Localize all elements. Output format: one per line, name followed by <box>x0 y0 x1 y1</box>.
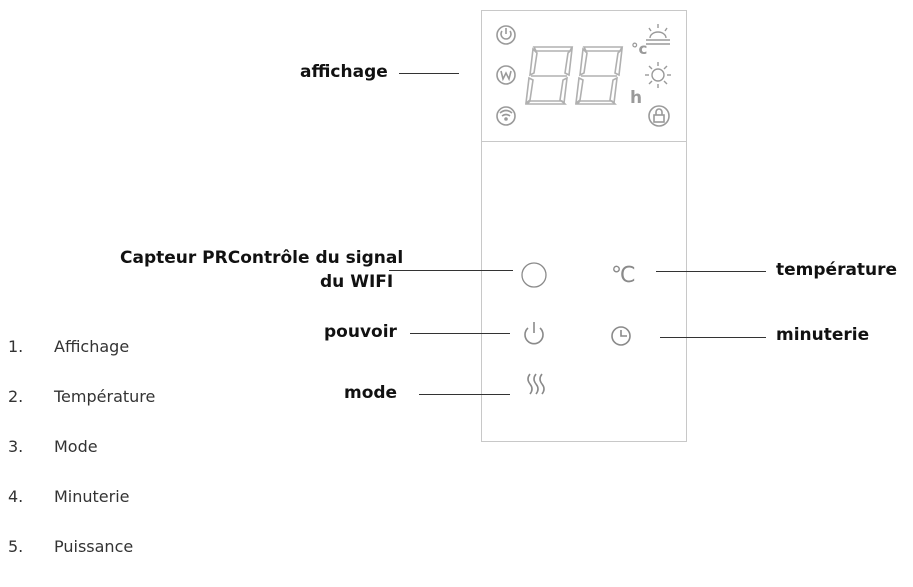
list-item: 4.Minuterie <box>8 487 130 506</box>
buttons-area <box>521 262 631 395</box>
mode-waves-icon[interactable] <box>527 373 545 395</box>
label-minuterie: minuterie <box>776 325 870 345</box>
display-area <box>496 24 671 127</box>
wifi-icon <box>496 106 516 126</box>
control-panel <box>481 10 687 442</box>
temperature-symbol[interactable]: ℃ <box>611 263 636 288</box>
leader-line-capteur <box>389 270 513 271</box>
label-capteur-line1: Capteur PRContrôle du signal <box>120 248 404 268</box>
lock-icon <box>648 105 670 127</box>
leader-line-minuterie <box>660 337 766 338</box>
list-item: 2.Température <box>8 387 156 406</box>
seven-segment-digit <box>574 46 624 105</box>
sun-icon <box>645 62 671 88</box>
list-item: 3.Mode <box>8 437 98 456</box>
display-unit-h: h <box>630 88 643 108</box>
w-mode-icon <box>496 65 516 85</box>
list-item: 1.Affichage <box>8 337 130 356</box>
numbered-list: 1.Affichage 2.Température 3.Mode 4.Minut… <box>8 337 155 587</box>
display-unit-c: °c <box>631 40 648 58</box>
list-item: 5.Puissance <box>8 537 134 556</box>
pr-sensor-circle-icon[interactable] <box>521 262 547 288</box>
label-mode: mode <box>344 383 398 403</box>
label-pouvoir: pouvoir <box>324 322 397 342</box>
power-button-icon[interactable] <box>524 322 544 345</box>
leader-line-temperature <box>656 271 766 272</box>
seven-segment-digit <box>524 46 574 105</box>
label-affichage: affichage <box>300 62 388 82</box>
display-divider <box>481 141 687 142</box>
sunrise-icon <box>646 24 670 45</box>
clock-timer-icon[interactable] <box>611 326 631 346</box>
label-temperature: température <box>776 260 898 280</box>
leader-line-pouvoir <box>410 333 510 334</box>
leader-line-mode <box>419 394 510 395</box>
leader-line-affichage <box>399 73 459 74</box>
label-capteur-line2: du WIFI <box>320 272 394 292</box>
power-icon <box>496 25 516 45</box>
